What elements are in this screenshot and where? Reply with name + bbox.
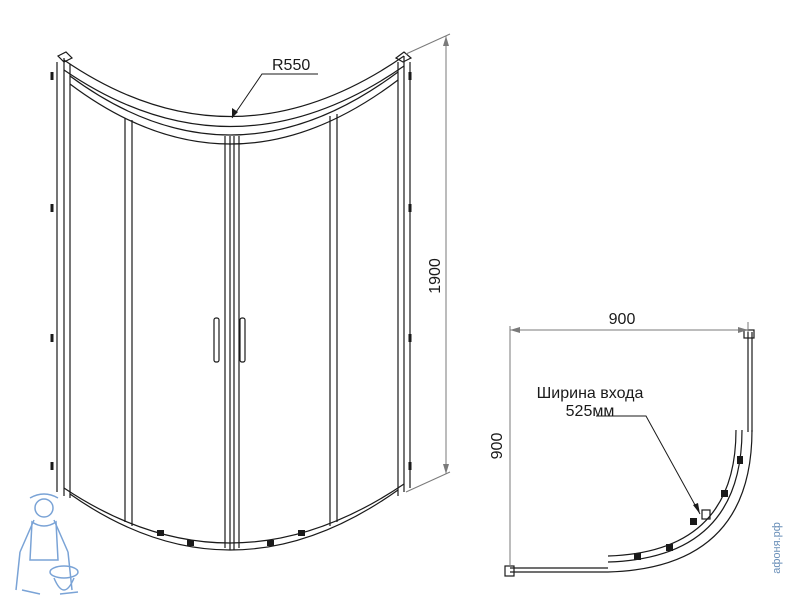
radius-callout: R550	[231, 57, 318, 119]
door-handle-right	[239, 317, 246, 363]
site-watermark: афоня.рф	[771, 522, 783, 574]
width-label: 900	[609, 311, 636, 328]
left-top-cap	[56, 51, 74, 63]
height-label: 1900	[427, 258, 444, 294]
entrance-leader-line	[596, 415, 701, 515]
enclosure-arc-outer	[607, 429, 753, 573]
sliding-door-right	[233, 136, 240, 550]
height-dimension	[405, 33, 451, 493]
door-handle-left	[213, 317, 220, 363]
bottom-curved-rail	[63, 483, 405, 551]
entrance-label-line2: 525мм	[566, 403, 615, 420]
top-view-rollers	[634, 456, 743, 560]
entrance-callout: Ширина входа 525мм	[537, 385, 701, 515]
right-top-cap	[394, 51, 413, 63]
top-view	[504, 329, 755, 577]
top-curved-rail	[63, 55, 405, 145]
fixed-panel-left	[124, 118, 133, 526]
radius-label: R550	[272, 57, 310, 74]
front-view	[50, 51, 413, 551]
entrance-label-line1: Ширина входа	[537, 385, 644, 402]
top-corner-post	[743, 329, 755, 339]
left-post	[56, 58, 71, 498]
radius-leader-line	[231, 73, 318, 119]
sliding-door-left	[224, 136, 231, 550]
plumber-logo-icon	[15, 493, 79, 595]
bottom-rollers	[157, 530, 305, 546]
wall-brackets	[50, 72, 412, 470]
fixed-panel-right	[329, 114, 338, 526]
right-post	[397, 56, 411, 496]
depth-label: 900	[489, 433, 506, 460]
width-dimension	[509, 322, 749, 566]
